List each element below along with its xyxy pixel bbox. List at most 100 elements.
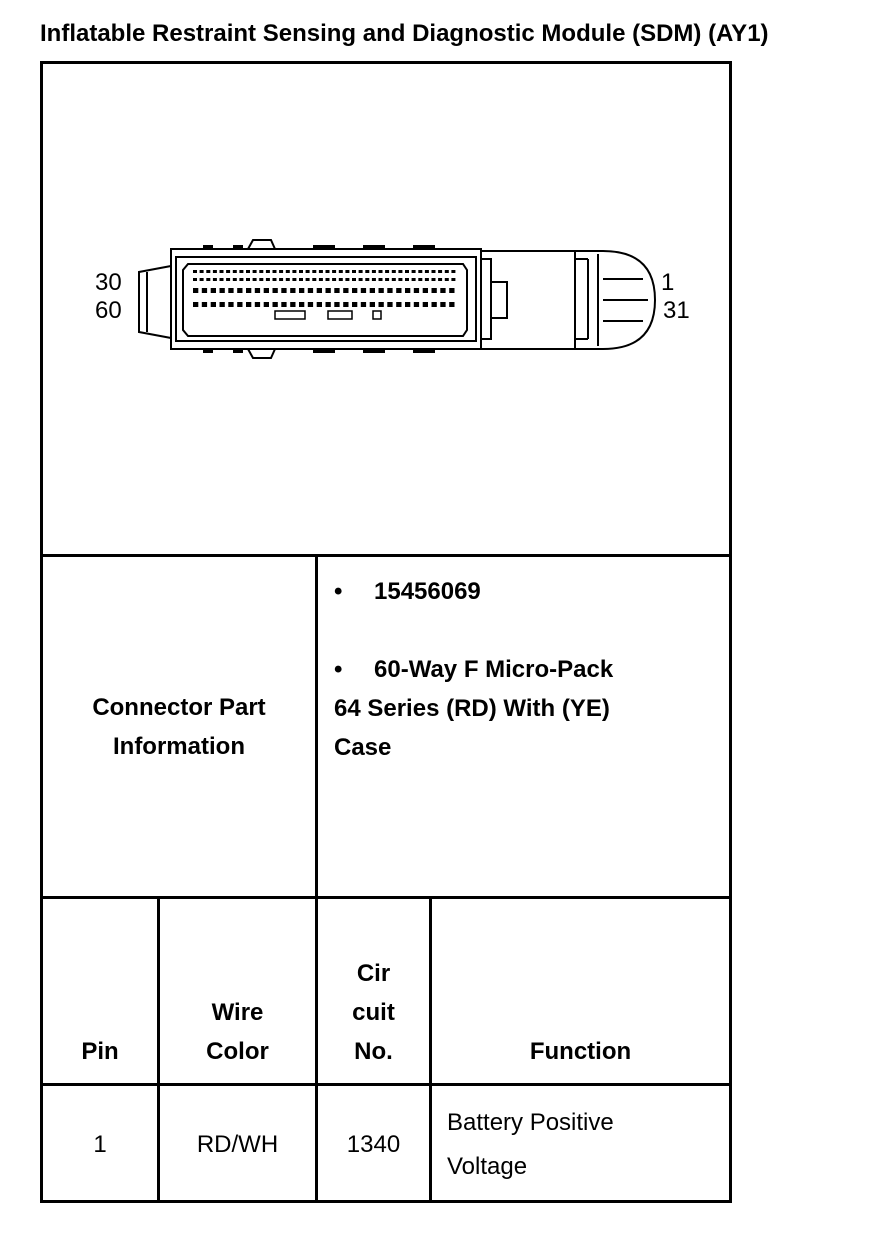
pin-cavity (365, 270, 370, 273)
pin-cavity (371, 278, 376, 281)
pin-cavity (279, 278, 284, 281)
pin-cavity (360, 288, 367, 293)
pin-cavity (246, 302, 252, 307)
pin-cavity (318, 270, 323, 273)
pin-cavity (305, 270, 310, 273)
pin-cavity (290, 302, 296, 307)
header-pin: Pin (81, 1038, 119, 1065)
pin-cavity (440, 288, 446, 293)
pin-cavity (193, 278, 197, 281)
part-number: •15456069 (334, 572, 714, 611)
pin-cavity (422, 302, 428, 307)
pin-cavity (272, 288, 278, 293)
pin-cavity (440, 302, 446, 307)
pin-cavity (332, 270, 337, 273)
pin-cavity (411, 278, 416, 281)
pin-cavity (290, 288, 296, 293)
divider-wire-column (315, 896, 318, 1203)
pin-label-30: 30 (95, 269, 122, 296)
pin-cavity (396, 288, 402, 293)
pin-cavity (254, 302, 261, 307)
pin-cavity (358, 278, 363, 281)
pin-cavity (292, 278, 297, 281)
pin-cavity (299, 278, 303, 281)
pin-label-31: 31 (663, 297, 690, 324)
pin-cavity (199, 278, 204, 281)
pin-cavity (219, 302, 225, 307)
pin-cavity (316, 302, 322, 307)
pin-cavity (378, 302, 384, 307)
pin-cavity (365, 278, 370, 281)
divider-part-info (40, 896, 732, 899)
bullet: • (334, 656, 343, 683)
pin-cavity (413, 302, 420, 307)
connector-table-frame (40, 61, 732, 1203)
connector-part-info-label: Connector Part Information (92, 693, 266, 760)
pin-cavity (201, 288, 208, 293)
pin-cavity (418, 270, 423, 273)
pin-cavity (263, 288, 269, 293)
pin-cavity (451, 278, 456, 281)
pin-cavity (252, 270, 257, 273)
pin-cavity (312, 270, 317, 273)
pin-cavity (438, 278, 443, 281)
pin-cavity (219, 278, 224, 281)
pin-cavity (338, 278, 343, 281)
pin-cavity (345, 270, 350, 273)
pin-cavity (411, 270, 416, 273)
pin-cavity (281, 302, 287, 307)
pin-cavity (449, 302, 455, 307)
pin-cavity (312, 278, 317, 281)
pin-cavity (299, 302, 305, 307)
pin-cavity (387, 288, 393, 293)
pin-cavity (405, 278, 409, 281)
pin-cavity (418, 278, 423, 281)
pin-cavity (325, 288, 331, 293)
pin-cavity (345, 278, 350, 281)
pin-cavity (254, 288, 261, 293)
pin-cavity (378, 270, 383, 273)
pin-cavity (424, 270, 429, 273)
pin-cavity (219, 270, 224, 273)
pin-cavity (343, 302, 349, 307)
pin-cavity (285, 270, 290, 273)
pin-cavity (252, 278, 257, 281)
pin-cavity (201, 302, 208, 307)
pin-cavity (210, 288, 216, 293)
pin-cavity (199, 270, 204, 273)
bullet: • (334, 578, 343, 605)
pin-cavity (307, 288, 314, 293)
pin-cavity (398, 270, 403, 273)
pin-cavity (292, 270, 297, 273)
pin-cavity (263, 302, 269, 307)
header-circuit-no: Cir cuit No. (352, 960, 395, 1065)
pin-cavity (206, 270, 211, 273)
pin-cavity (422, 288, 428, 293)
pin-cavity (279, 270, 284, 273)
connector-part-info-details: •15456069 •60-Way F Micro-Pack 64 Series… (334, 572, 714, 767)
connector-key-slots (274, 310, 382, 320)
pin-cavity (371, 270, 376, 273)
pin-cavity (385, 278, 390, 281)
pin-cavity (325, 278, 330, 281)
pin-cavity (387, 302, 393, 307)
pin-cavity (405, 270, 409, 273)
pin-cavity (237, 288, 243, 293)
pin-cavity (212, 278, 217, 281)
connector-drawing (138, 239, 657, 359)
pin-cavity (444, 270, 449, 273)
pin-cavity (232, 270, 237, 273)
pin-cavity (239, 270, 244, 273)
pin-cavity (405, 302, 411, 307)
pin-cavity (405, 288, 411, 293)
pin-cavity (378, 278, 383, 281)
pin-cavity (305, 278, 310, 281)
pin-cavity (272, 278, 277, 281)
pin-cavity (193, 302, 199, 307)
pin-cavity (299, 288, 305, 293)
pin-cavity (325, 302, 331, 307)
pin-cavity (352, 288, 358, 293)
pin-cavity (360, 302, 367, 307)
pin-cavity (307, 302, 314, 307)
cell-pin: 1 (93, 1131, 107, 1158)
